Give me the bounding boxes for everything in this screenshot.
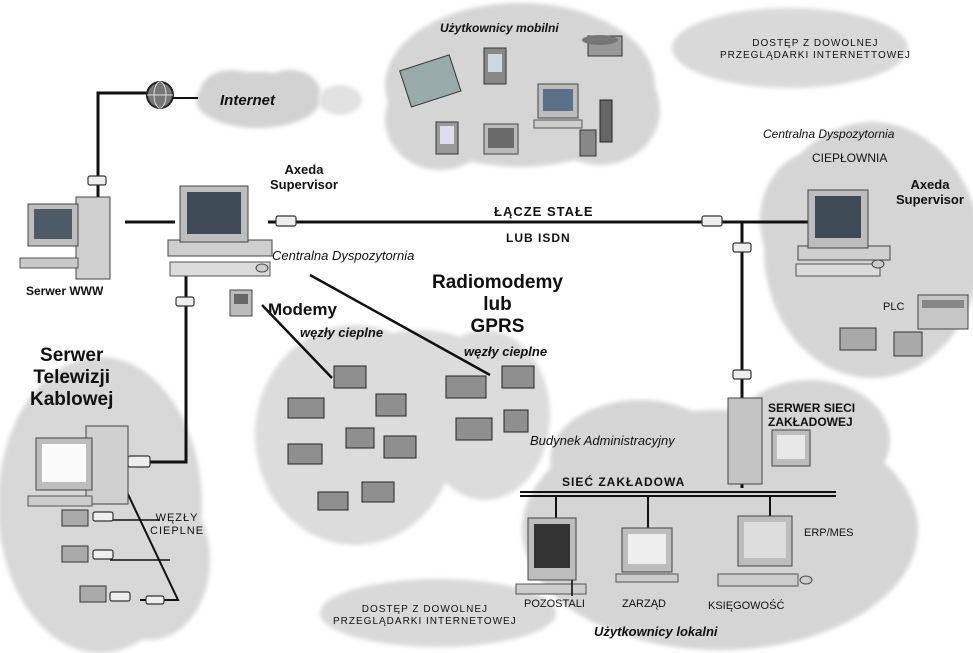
internet-label: Internet bbox=[220, 92, 276, 109]
browser-access-bottom-line2: PRZEGLĄDARKI INTERNETOWEJ bbox=[333, 615, 517, 627]
internet-link bbox=[96, 91, 148, 200]
cloud-browser-bottom bbox=[320, 579, 556, 647]
central-dispatch-right-label: Centralna Dyspozytornia bbox=[763, 127, 895, 141]
plc-panel-icons bbox=[839, 327, 923, 357]
axeda-left-line1: Axeda bbox=[284, 162, 324, 177]
tv-server-icon bbox=[27, 425, 129, 507]
tv-heat-node-panels bbox=[61, 509, 107, 603]
central-dispatch-workstation-icon bbox=[167, 185, 273, 277]
local-users-label: Użytkownicy lokalni bbox=[594, 624, 718, 639]
plant-network-label: SIEĆ ZAKŁADOWA bbox=[562, 475, 686, 489]
globe-icon bbox=[146, 81, 174, 109]
plant-server-icon bbox=[727, 397, 811, 485]
cieplownia-label: CIEPŁOWNIA bbox=[812, 151, 888, 165]
modem-icon bbox=[229, 289, 253, 317]
leased-line-label: ŁĄCZE STAŁE bbox=[494, 204, 594, 219]
radiomodems-line2: lub bbox=[483, 293, 512, 315]
cloud-browser-top bbox=[672, 8, 908, 88]
isdn-label: LUB ISDN bbox=[506, 231, 571, 245]
radiomodems-label: Radiomodemy lub GPRS bbox=[432, 272, 563, 338]
accounting-workstation-icon bbox=[717, 515, 813, 587]
mobile-devices-icons bbox=[399, 35, 623, 157]
tv-server-label: Serwer Telewizji Kablowej bbox=[30, 345, 113, 411]
axeda-right-line2: Supervisor bbox=[896, 191, 964, 207]
management-workstation-icon bbox=[615, 527, 679, 583]
axeda-right-line1: Axeda bbox=[910, 177, 950, 192]
admin-building-label: Budynek Administracyjny bbox=[530, 433, 675, 448]
accounting-label: KSIĘGOWOŚĆ bbox=[708, 600, 785, 612]
radiomodems-line1: Radiomodemy bbox=[432, 272, 563, 293]
mobile-users-label: Użytkownicy mobilni bbox=[440, 21, 559, 35]
heat-node-controller-icons bbox=[287, 365, 535, 511]
tv-server-line3: Kablowej bbox=[30, 388, 114, 410]
browser-access-top-line1: DOSTĘP Z DOWOLNEJ bbox=[752, 38, 879, 49]
axeda-left-line2: Supervisor bbox=[270, 176, 338, 192]
plant-server-label: SERWER SIECI ZAKŁADOWEJ bbox=[768, 401, 856, 430]
network-adapter-icons bbox=[87, 175, 752, 605]
heat-nodes-label: WĘZŁY CIEPLNE bbox=[150, 512, 204, 537]
heat-nodes-line2: CIEPLNE bbox=[150, 524, 205, 537]
web-server-label: Serwer WWW bbox=[26, 284, 104, 298]
heat-nodes-line1: WĘZŁY bbox=[155, 512, 199, 524]
browser-access-bottom: DOSTĘP Z DOWOLNEJ PRZEGLĄDARKI INTERNETO… bbox=[333, 604, 517, 627]
others-label: POZOSTALI bbox=[524, 598, 585, 610]
axeda-right-label: Axeda Supervisor bbox=[896, 177, 964, 208]
modem-link bbox=[261, 304, 333, 379]
cieplownia-workstation-icon bbox=[795, 189, 891, 277]
plc-icon bbox=[917, 294, 969, 330]
browser-access-top: DOSTĘP Z DOWOLNEJ PRZEGLĄDARKI INTERNETT… bbox=[720, 38, 911, 61]
modems-label: Modemy bbox=[268, 300, 337, 319]
erp-label: ERP/MES bbox=[804, 527, 854, 539]
web-server-icon bbox=[19, 196, 111, 280]
plant-server-line2: ZAKŁADOWEJ bbox=[768, 414, 853, 429]
others-workstation-icon bbox=[515, 517, 587, 596]
tv-server-line1: Serwer bbox=[40, 345, 104, 366]
plant-server-line1: SERWER SIECI bbox=[768, 401, 856, 415]
radio-heat-nodes-label: węzły cieplne bbox=[464, 344, 548, 359]
plc-label: PLC bbox=[883, 301, 905, 313]
management-label: ZARZĄD bbox=[622, 598, 666, 610]
central-dispatch-left-label: Centralna Dyspozytornia bbox=[272, 248, 415, 263]
radio-link bbox=[309, 273, 491, 377]
cloud-internet-small bbox=[318, 85, 362, 115]
tv-link bbox=[140, 265, 188, 464]
axeda-left-label: Axeda Supervisor bbox=[270, 162, 338, 193]
browser-access-top-line2: PRZEGLĄDARKI INTERNETTOWEJ bbox=[720, 49, 911, 61]
modems-heat-nodes-label: węzły cieplne bbox=[300, 325, 384, 340]
cloud-internet bbox=[196, 70, 320, 128]
browser-access-bottom-line1: DOSTĘP Z DOWOLNEJ bbox=[361, 604, 488, 615]
radiomodems-line3: GPRS bbox=[470, 315, 525, 337]
tv-server-line2: Telewizji bbox=[33, 366, 111, 388]
